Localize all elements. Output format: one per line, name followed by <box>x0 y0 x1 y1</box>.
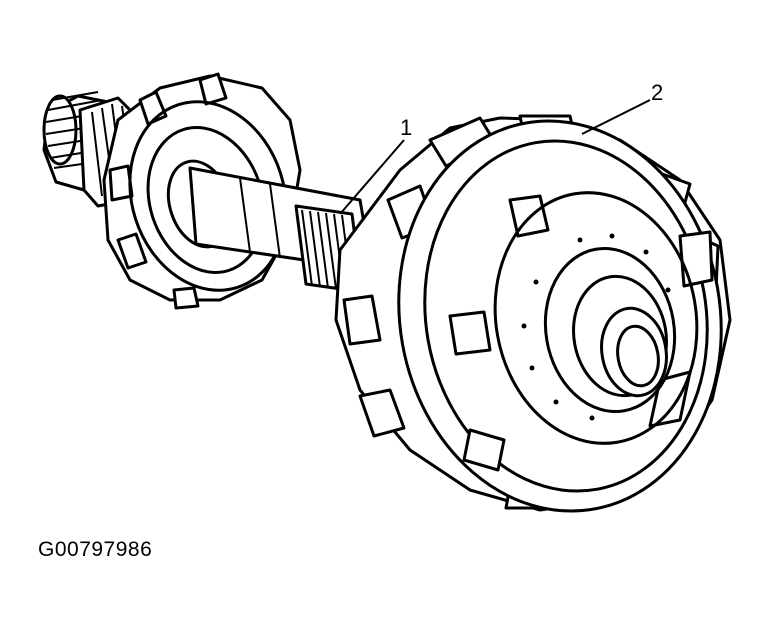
callout-leader-lines <box>339 99 651 215</box>
right-clutch-housing <box>334 114 732 513</box>
figure-id: G00797986 <box>38 538 153 561</box>
callout-1-label: 1 <box>400 115 413 140</box>
callout-2-label: 2 <box>651 80 664 105</box>
